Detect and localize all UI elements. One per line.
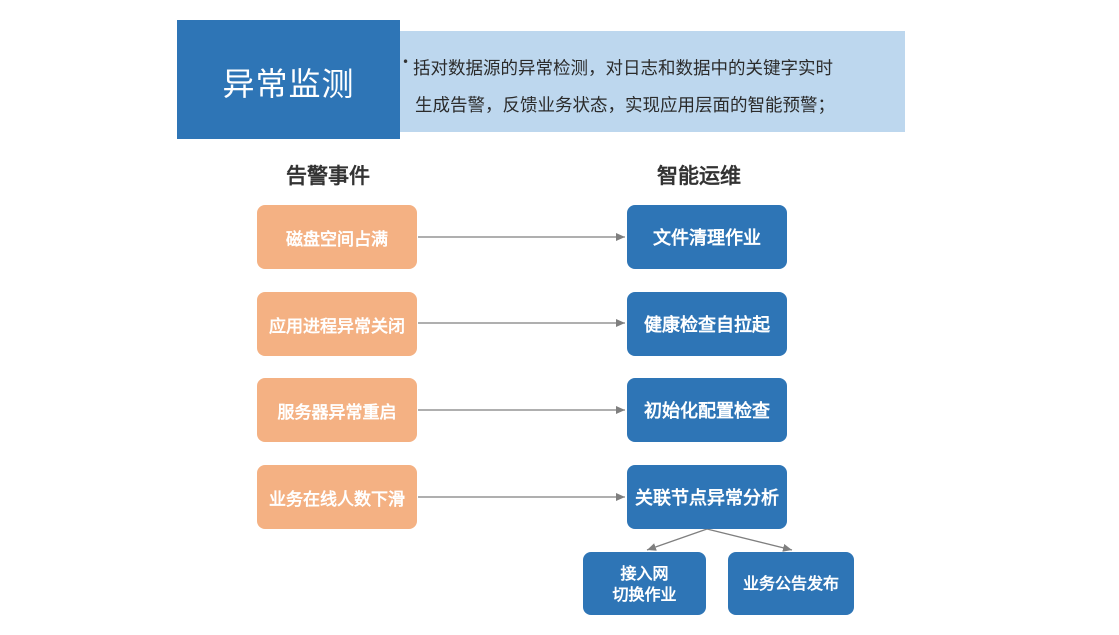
sub-action-line-2: 切换作业	[612, 584, 677, 604]
event-box-server-restart: 服务器异常重启	[257, 378, 417, 442]
action-box-file-cleanup: 文件清理作业	[627, 205, 787, 269]
header-description-box: • 括对数据源的异常检测，对日志和数据中的关键字实时 生成告警，反馈业务状态，实…	[400, 31, 905, 132]
sub-action-line-1: 接入网	[620, 563, 669, 583]
page-title: 异常监测	[222, 64, 355, 103]
action-box-node-analysis: 关联节点异常分析	[627, 465, 787, 529]
event-box-disk-full: 磁盘空间占满	[257, 205, 417, 269]
header-title-box: 异常监测	[177, 20, 400, 139]
description-line-2: 生成告警，反馈业务状态，实现应用层面的智能预警；	[415, 96, 835, 116]
sub-action-box-announcement: 业务公告发布	[728, 552, 854, 615]
arrow-branch-right	[706, 528, 793, 552]
action-box-config-check: 初始化配置检查	[627, 378, 787, 442]
event-box-process-closed: 应用进程异常关闭	[257, 292, 417, 356]
event-box-users-drop: 业务在线人数下滑	[257, 465, 417, 529]
sub-action-box-network-switch: 接入网 切换作业	[583, 552, 706, 615]
arrow-branch-left	[646, 528, 708, 551]
action-box-health-check: 健康检查自拉起	[627, 292, 787, 356]
description-line-1: 括对数据源的异常检测，对日志和数据中的关键字实时	[413, 59, 833, 79]
column-heading-ops: 智能运维	[657, 164, 741, 188]
sub-action-label: 业务公告发布	[742, 574, 839, 593]
bullet-icon: •	[402, 55, 410, 69]
column-heading-events: 告警事件	[286, 164, 370, 188]
